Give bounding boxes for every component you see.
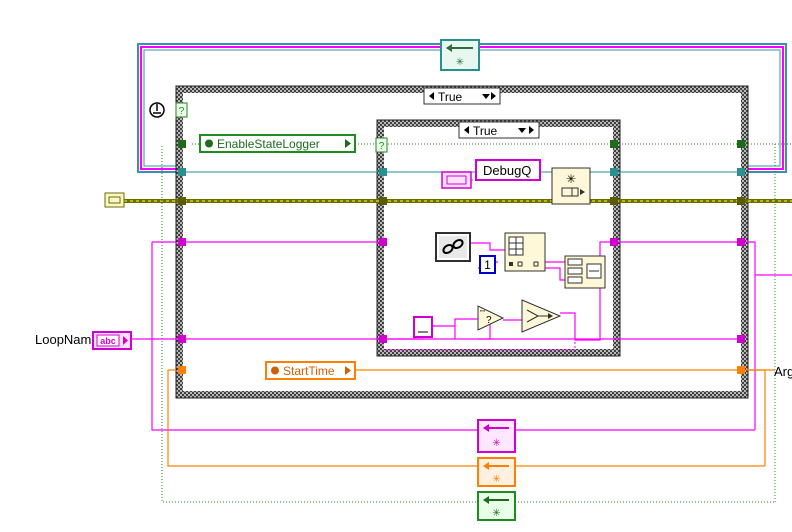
shift-register-up-arrow-icon: ✳ [477,491,516,521]
enable-state-logger-label: EnableStateLogger [217,137,320,151]
outer-case-selector[interactable]: True [423,87,501,105]
shift-register-up-arrow-icon: ✳ [477,457,516,487]
numeric-constant[interactable]: 1 [479,255,496,274]
select-function-icon[interactable] [521,299,562,333]
cluster-wire[interactable] [167,369,775,467]
empty-string-constant[interactable] [413,316,433,338]
string-wire[interactable] [128,241,792,431]
loop-name-terminal[interactable]: abc [92,331,132,350]
arg-label: Arg [774,364,792,379]
stop-condition-terminal: ? ? [175,102,388,153]
enqueue-element-icon[interactable]: ✳ [551,167,591,205]
svg-text:"": "" [480,310,485,317]
loop-name-label: LoopName [35,332,99,347]
svg-text:?: ? [379,141,385,152]
inner-case-selector-value: True [473,124,498,138]
enable-state-logger-node[interactable]: EnableStateLogger [199,134,356,153]
outer-case-selector-value: True [438,90,463,104]
link-reference-icon[interactable] [435,232,471,262]
debug-queue-label: DebugQ [483,163,531,178]
shift-register-up-arrow-icon: ✳ [440,39,480,71]
svg-text:?: ? [486,315,492,326]
shift-register-up-arrow-icon: ✳ [477,419,516,453]
start-time-label: StartTime [283,364,335,378]
svg-text:✳: ✳ [456,57,464,68]
compare-function-icon[interactable]: ? "" [477,305,505,331]
svg-text:✳: ✳ [566,172,576,186]
start-time-node[interactable]: StartTime [265,361,356,380]
bundle-by-name-icon[interactable] [564,255,606,289]
iteration-terminal-icon [149,102,165,118]
inner-case-selector[interactable]: True [458,121,540,139]
svg-text:✳: ✳ [492,508,500,519]
svg-text:abc: abc [100,336,116,346]
svg-text:✳: ✳ [492,438,500,449]
boolean-wire[interactable] [161,143,792,503]
debug-queue-constant[interactable]: DebugQ [441,159,541,189]
build-array-icon[interactable] [504,232,546,272]
svg-text:✳: ✳ [492,474,500,485]
tunnel [178,140,745,374]
queue-refnum-icon[interactable] [104,192,125,208]
svg-text:?: ? [179,106,185,117]
numeric-constant-value: 1 [484,258,491,272]
